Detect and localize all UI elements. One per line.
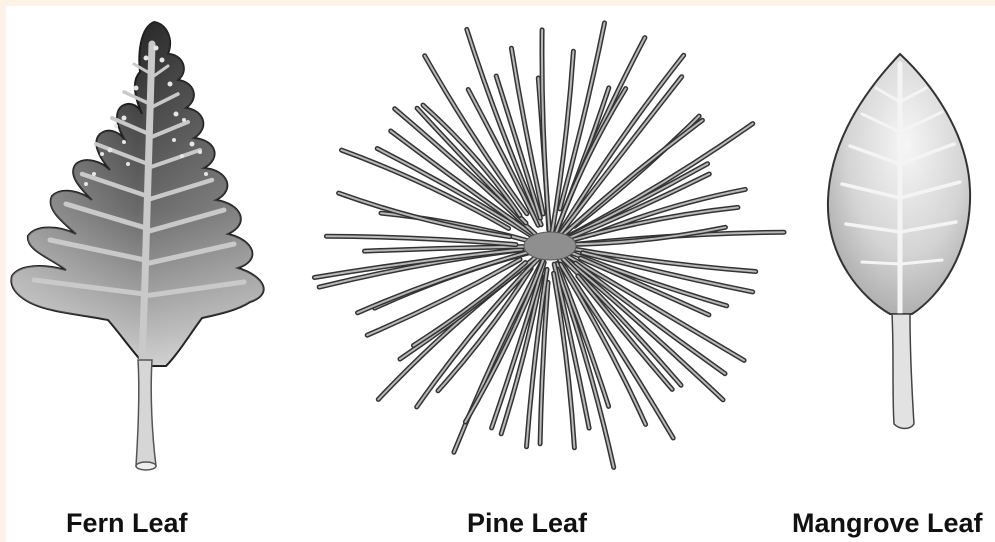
fern-leaf-icon xyxy=(6,14,286,484)
fern-leaf-caption: Fern Leaf xyxy=(66,508,188,538)
pine-needles-icon xyxy=(282,6,802,481)
mangrove-leaf-caption: Mangrove Leaf xyxy=(792,508,983,538)
mangrove-leaf-icon xyxy=(818,52,978,442)
pine-needle xyxy=(569,248,756,271)
figure-panel xyxy=(6,6,995,542)
pine-leaf-caption: Pine Leaf xyxy=(467,508,587,538)
